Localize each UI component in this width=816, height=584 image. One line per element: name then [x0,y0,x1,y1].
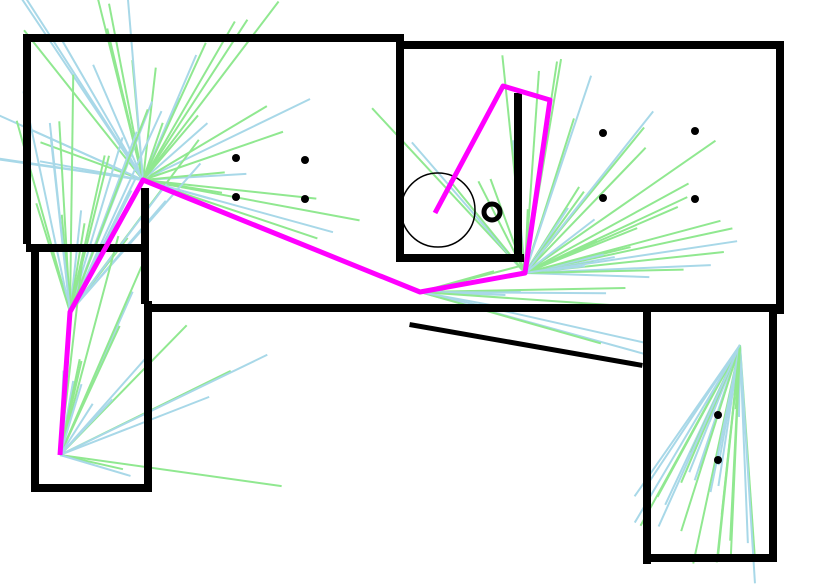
sensor-ray [59,266,143,456]
sensor-ray [59,395,210,456]
sensor-ray [23,29,144,181]
sensor-ray [419,291,647,345]
sensor-ray [142,122,209,181]
sensor-ray [142,20,236,181]
sensor-ray [657,344,741,527]
landmark-dot [599,129,607,137]
sensor-ray [524,139,717,274]
sensor-ray [69,109,149,313]
sensor-ray [524,182,690,274]
landmark-dot [691,195,699,203]
sensor-ray [69,155,110,313]
sensor-ray [69,74,75,313]
obstacle-ring [481,201,503,223]
sensor-ray [92,64,144,181]
sensor-ray [142,179,360,222]
sensor-ray [59,353,268,456]
sensor-ray [22,91,71,313]
sensor-ray [142,122,164,181]
sensor-ray [142,0,280,181]
sensor-ray [142,67,157,181]
landmark-dot [599,194,607,202]
sensor-ray [419,291,607,295]
sensor-ray [142,42,207,181]
sensor-ray [142,130,284,181]
sensor-ray [524,218,596,274]
sensor-ray [69,223,86,313]
sensor-ray [524,110,654,274]
sensor-ray [524,147,647,274]
sensor-ray [59,383,83,456]
sensor-ray [717,344,741,487]
sensor-ray [59,403,94,456]
sensor-ray [524,272,650,279]
landmark-dot [301,156,309,164]
sensor-ray [709,344,741,493]
sensor-ray [58,121,71,313]
sensor-ray [127,0,144,181]
robot-footprint [400,172,476,248]
sensor-ray [680,344,741,532]
sensor-ray [40,141,144,181]
landmark-dot [232,154,240,162]
landmark-dot [301,195,309,203]
sensor-ray [649,344,741,481]
sensor-ray [142,19,249,181]
sensor-ray [59,454,282,488]
sensor-ray [111,53,144,181]
sensor-ray [524,268,684,274]
sensor-ray [142,179,334,234]
sensor-ray [108,3,144,181]
sensor-ray [142,114,199,181]
landmark-dot [714,456,722,464]
sensor-ray [419,291,602,345]
landmark-dot [714,411,722,419]
sensor-ray [739,344,756,584]
sensor-ray [142,179,317,200]
sensor-ray [656,344,741,498]
sensor-ray [48,122,71,313]
sensor-ray [524,239,598,274]
sensor-rays [0,0,756,584]
wall [409,322,643,368]
sensor-ray [35,203,71,313]
sensor-ray [0,157,144,181]
sensor-ray [524,75,593,274]
sensor-ray [69,110,163,313]
sensor-ray [59,454,131,477]
sensor-ray [59,398,114,456]
sensor-ray [25,0,144,181]
sensor-ray [720,344,741,515]
sensor-ray [524,219,721,274]
sensor-ray [633,344,741,524]
landmarks [232,127,722,464]
planned-path [57,83,553,456]
sensor-ray [524,240,738,274]
landmark-dot [232,193,240,201]
sensor-ray [524,70,540,274]
sensor-ray [59,235,120,456]
sensor-ray [142,98,311,181]
sensor-ray [142,105,268,181]
landmark-dot [691,127,699,135]
sensor-ray [69,200,167,313]
walls [23,34,784,564]
sensor-ray [142,171,225,181]
